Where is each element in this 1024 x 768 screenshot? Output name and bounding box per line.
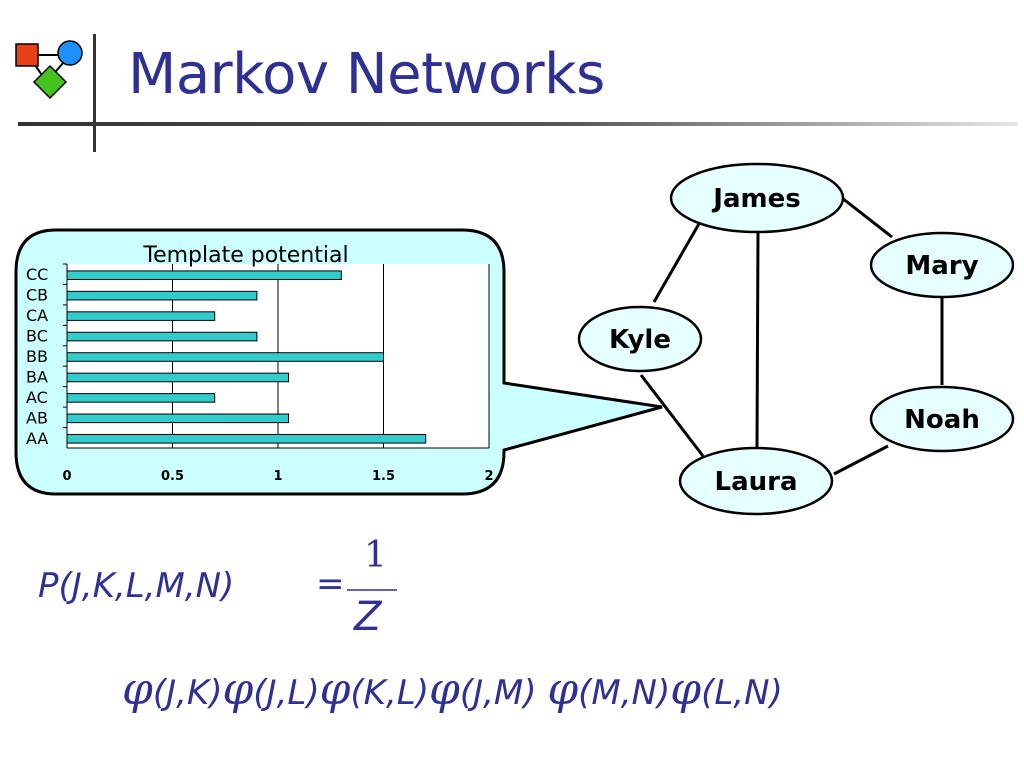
chart-bar-cb <box>66 290 258 301</box>
formula-lhs: P(J,K,L,M,N) <box>38 566 235 606</box>
formula-denominator: Z <box>354 594 382 640</box>
title-vertical-rule <box>93 34 96 152</box>
chart-x-tick-label: 0.5 <box>161 469 184 484</box>
chart-category-label: AC <box>26 388 48 407</box>
logo-icon <box>15 40 83 100</box>
formula-numerator: 1 <box>364 535 387 576</box>
chart-category-label: CA <box>26 306 48 325</box>
node-kyle[interactable]: Kyle <box>577 305 703 373</box>
node-laura[interactable]: Laura <box>678 446 834 516</box>
phi-symbol: φ <box>429 664 460 715</box>
chart-bar-ca <box>66 311 216 321</box>
node-noah[interactable]: Noah <box>869 385 1015 453</box>
edge-james-laura <box>755 231 760 448</box>
title-horizontal-rule <box>18 122 1018 126</box>
chart-category-label: BC <box>26 327 48 346</box>
formula-equals: = <box>316 564 345 604</box>
chart-category-label: CB <box>26 286 48 305</box>
factor-kl: (K,L) <box>350 673 429 713</box>
factor-jm: (J,M) <box>459 673 537 713</box>
node-label-mary: Mary <box>905 251 978 281</box>
chart-x-tick-label: 0 <box>62 469 71 484</box>
edge-kyle-laura <box>639 374 705 457</box>
node-label-noah: Noah <box>904 405 980 435</box>
factor-ln: (L,N) <box>701 673 783 713</box>
network-nodes: James Mary Kyle Noah Laura <box>577 162 1015 516</box>
chart-category-label: AA <box>26 429 48 448</box>
chart-category-label: BB <box>26 347 48 366</box>
chart-bar-aa <box>66 433 427 444</box>
phi-symbol: φ <box>547 664 579 715</box>
node-james[interactable]: James <box>669 162 845 234</box>
phi-symbol: φ <box>122 664 153 715</box>
phi-symbol: φ <box>319 664 351 715</box>
edge-james-mary <box>841 196 893 239</box>
chart-bar-bb <box>66 352 384 362</box>
edge-james-kyle <box>652 221 702 303</box>
slide-title: Markov Networks <box>128 42 605 107</box>
chart-category-label: AB <box>26 408 48 427</box>
chart-x-tick-label: 1.5 <box>372 469 395 484</box>
chart-bar-bc <box>66 331 258 342</box>
chart-bar-cc <box>66 270 342 281</box>
phi-symbol: φ <box>670 664 702 715</box>
factor-jl: (J,L) <box>253 673 320 713</box>
chart-category-label: CC <box>26 265 48 284</box>
node-label-james: James <box>711 184 800 214</box>
chart-title: Template potential <box>142 243 348 268</box>
node-label-kyle: Kyle <box>609 325 671 355</box>
node-label-laura: Laura <box>715 467 798 497</box>
chart-category-label: BA <box>26 367 48 386</box>
factor-jk: (J,K) <box>152 673 223 713</box>
formula-factors: φ(J,K)φ(J,L)φ(K,L)φ(J,M) φ(M,N)φ(L,N) <box>122 664 783 724</box>
phi-symbol: φ <box>222 664 254 715</box>
node-mary[interactable]: Mary <box>869 231 1015 299</box>
chart-bar-ab <box>66 413 290 424</box>
network-edges <box>639 196 944 476</box>
chart-bar-ac <box>66 393 216 403</box>
chart-bar-ba <box>66 372 290 383</box>
factor-mn: (M,N) <box>578 673 671 713</box>
chart-x-tick-label: 1 <box>273 469 282 484</box>
chart-x-tick-label: 2 <box>484 469 493 484</box>
edge-laura-noah <box>833 444 889 476</box>
